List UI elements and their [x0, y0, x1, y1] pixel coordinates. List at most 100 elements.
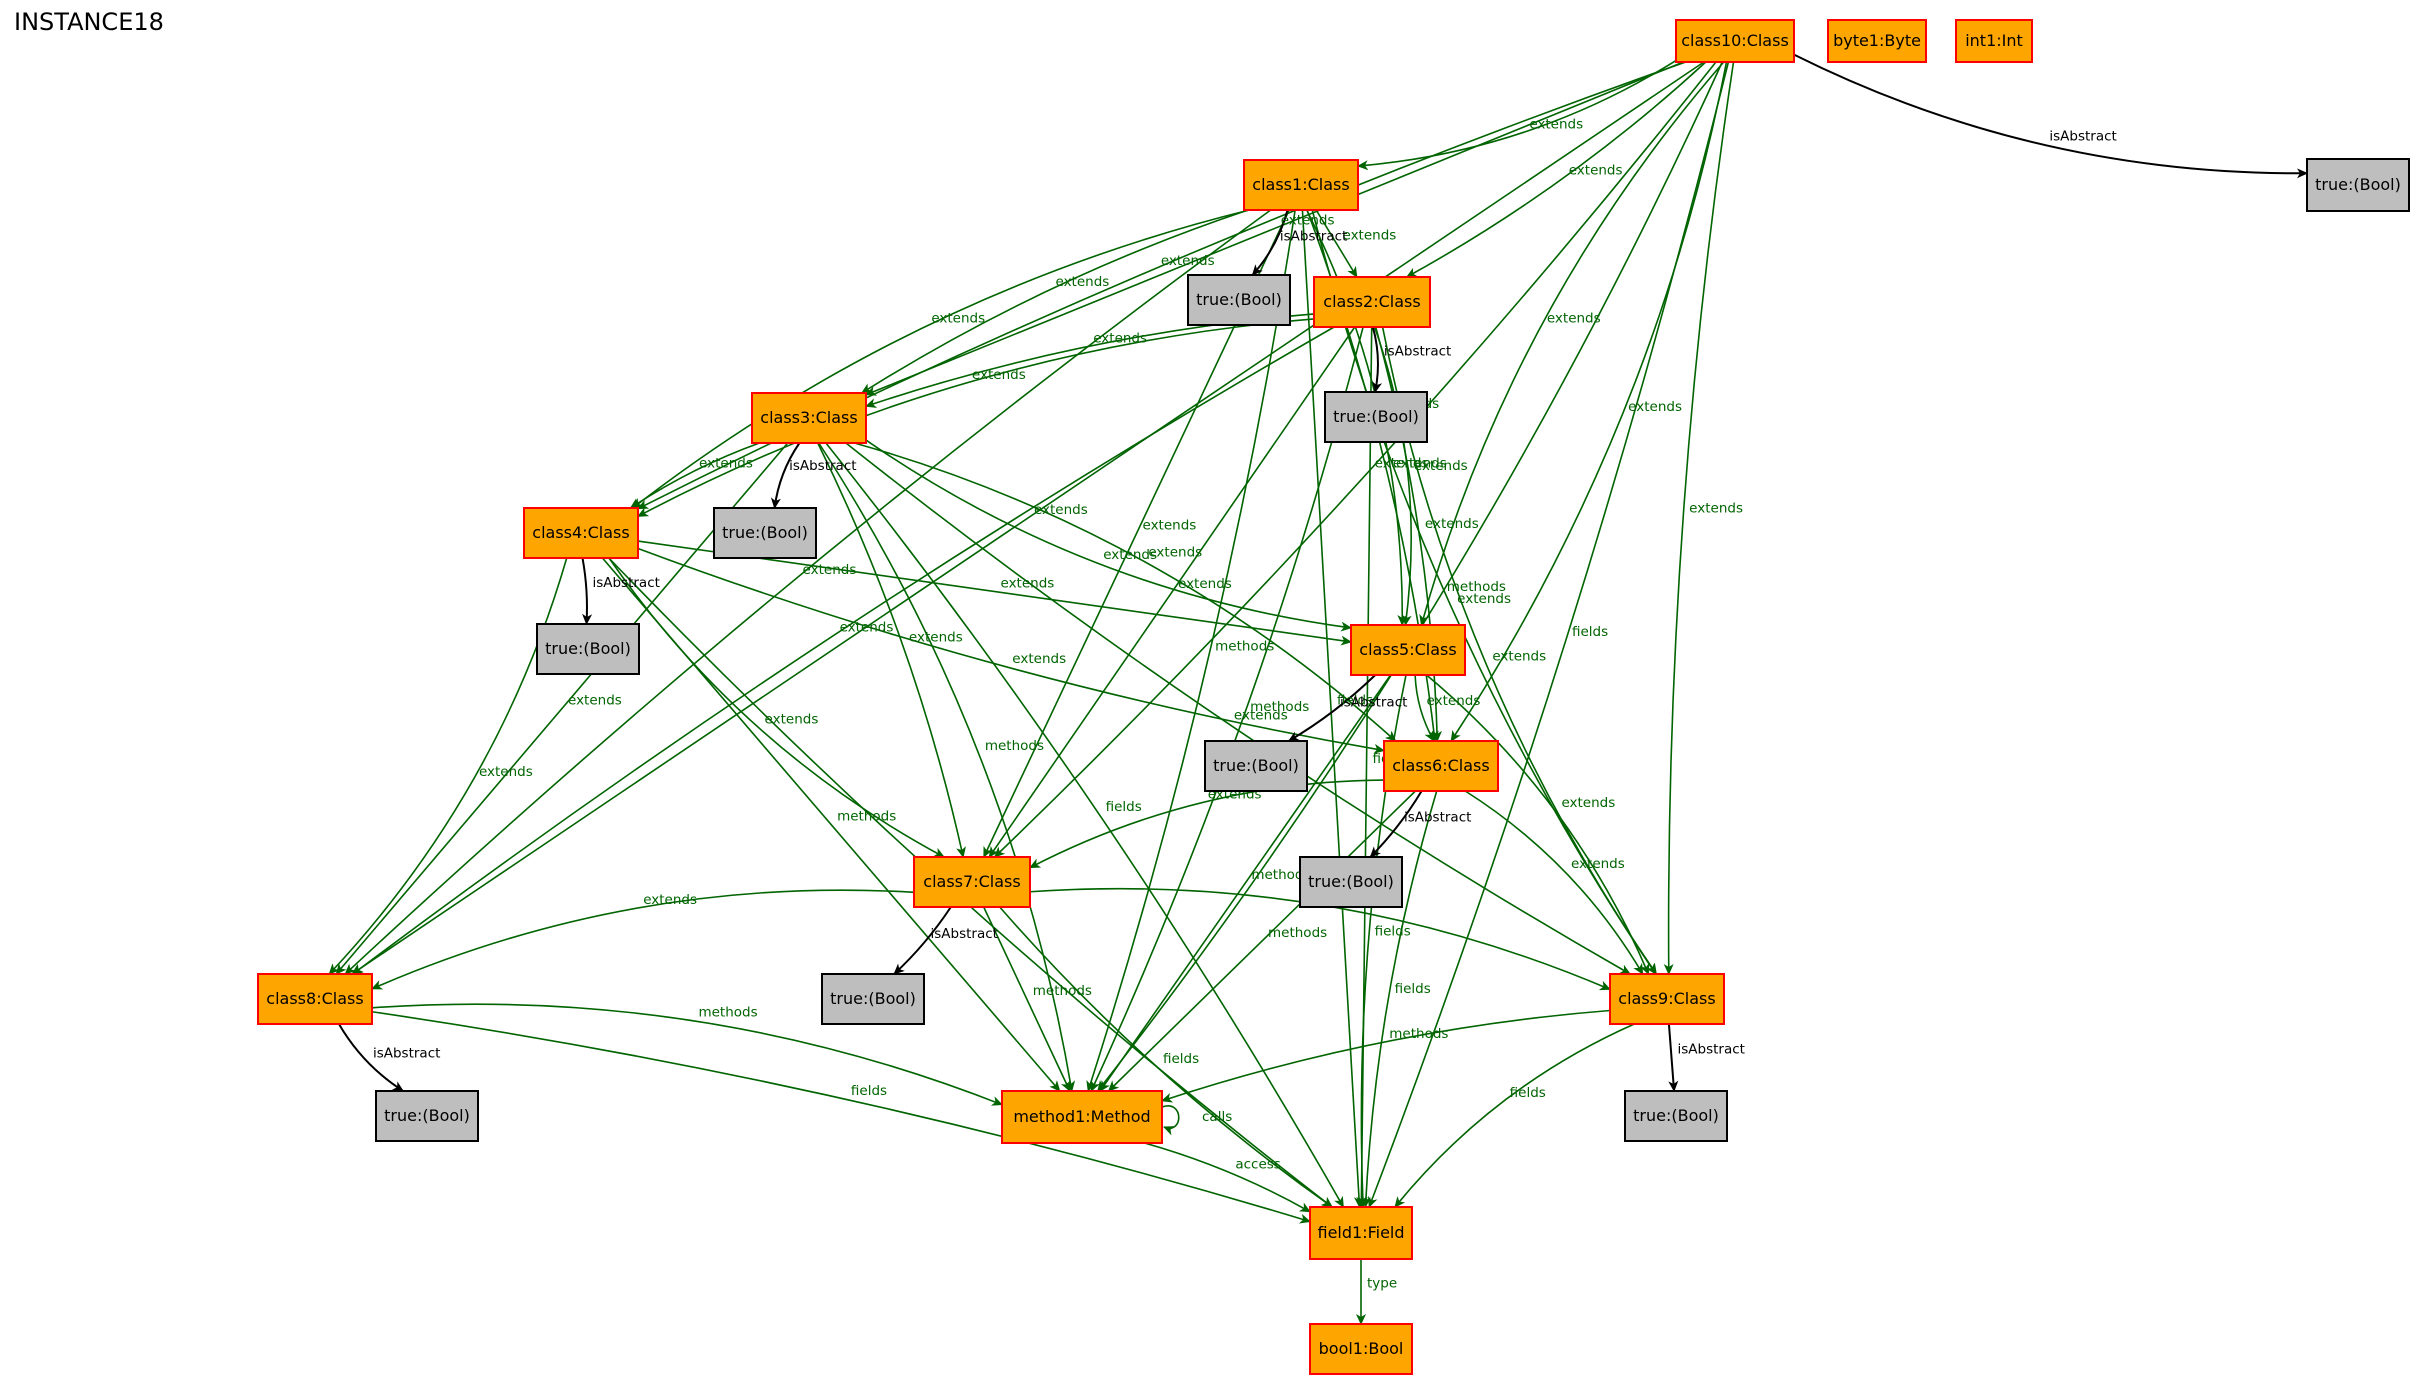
node-class3[interactable]: class3:Class	[751, 392, 867, 444]
edge-label: fields	[851, 1083, 887, 1099]
value-box[interactable]	[536, 623, 640, 675]
object-box[interactable]	[1309, 1206, 1413, 1260]
node-t4[interactable]: true:(Bool)	[536, 623, 640, 675]
diagram-title: INSTANCE18	[14, 8, 164, 36]
node-class6[interactable]: class6:Class	[1383, 740, 1499, 792]
node-t1[interactable]: true:(Bool)	[1187, 274, 1291, 326]
node-label: true:(Bool)	[384, 1106, 470, 1125]
node-t7[interactable]: true:(Bool)	[821, 973, 925, 1025]
object-box[interactable]	[1609, 973, 1725, 1025]
edge-label: type	[1367, 1276, 1397, 1292]
edge-class3-class7	[817, 442, 966, 858]
edge-class1-class2	[1315, 209, 1358, 278]
node-label: bool1:Bool	[1319, 1339, 1404, 1358]
object-box[interactable]	[1827, 19, 1927, 63]
object-box[interactable]	[913, 856, 1031, 908]
edge-class5-class9	[1426, 674, 1650, 975]
object-box[interactable]	[257, 973, 373, 1025]
edge-label: access	[1235, 1156, 1281, 1172]
edge-class7-field1	[999, 906, 1334, 1208]
value-box[interactable]	[375, 1090, 479, 1142]
node-class8[interactable]: class8:Class	[257, 973, 373, 1025]
object-box[interactable]	[1675, 19, 1795, 63]
edge-label: extends	[1457, 591, 1511, 607]
edge-class2-method1	[1090, 326, 1364, 1092]
value-box[interactable]	[1624, 1090, 1728, 1142]
edge-class10-method1	[1097, 61, 1723, 1092]
node-byte1[interactable]: byte1:Byte	[1827, 19, 1927, 63]
edge-label: extends	[972, 367, 1026, 383]
edge-class5-class6	[1414, 674, 1435, 742]
edge-label: extends	[1178, 576, 1232, 592]
value-box[interactable]	[1187, 274, 1291, 326]
node-class7[interactable]: class7:Class	[913, 856, 1031, 908]
node-field1[interactable]: field1:Field	[1309, 1206, 1413, 1260]
edge-label: extends	[568, 693, 622, 709]
object-box[interactable]	[1309, 1323, 1413, 1375]
node-class4[interactable]: class4:Class	[523, 507, 639, 559]
value-box[interactable]	[2306, 158, 2410, 212]
edge-class2-class4	[637, 318, 1315, 518]
node-int1[interactable]: int1:Int	[1955, 19, 2033, 63]
edge-label: isAbstract	[1280, 229, 1347, 245]
value-box[interactable]	[1204, 740, 1308, 792]
node-class10[interactable]: class10:Class	[1675, 19, 1795, 63]
edge-label: methods	[1250, 699, 1309, 715]
node-t2[interactable]: true:(Bool)	[1324, 391, 1428, 443]
node-class5[interactable]: class5:Class	[1350, 624, 1466, 676]
node-t8[interactable]: true:(Bool)	[375, 1090, 479, 1142]
edge-label: extends	[1143, 518, 1197, 534]
edge-class1-t1	[1251, 209, 1289, 276]
node-class1[interactable]: class1:Class	[1243, 159, 1359, 211]
object-box[interactable]	[523, 507, 639, 559]
edge-label: extends	[1689, 501, 1743, 517]
edge-label: extends	[765, 712, 819, 728]
object-box[interactable]	[1313, 276, 1431, 328]
object-box[interactable]	[1955, 19, 2033, 63]
edge-label: extends	[1427, 693, 1481, 709]
node-t10[interactable]: true:(Bool)	[2306, 158, 2410, 212]
edge-label: extends	[1414, 458, 1468, 474]
node-label: true:(Bool)	[830, 989, 916, 1008]
node-class9[interactable]: class9:Class	[1609, 973, 1725, 1025]
edge-class3-class9	[845, 442, 1631, 975]
node-t6[interactable]: true:(Bool)	[1299, 856, 1403, 908]
edge-label: extends	[643, 892, 697, 908]
value-box[interactable]	[821, 973, 925, 1025]
edge-method1-method1	[1161, 1105, 1180, 1136]
object-box[interactable]	[1383, 740, 1499, 792]
value-box[interactable]	[1324, 391, 1428, 443]
node-label: class2:Class	[1323, 292, 1420, 311]
edge-label: methods	[698, 1005, 757, 1021]
node-t3[interactable]: true:(Bool)	[713, 507, 817, 559]
node-bool1[interactable]: bool1:Bool	[1309, 1323, 1413, 1375]
edge-class9-method1	[1161, 1009, 1611, 1103]
edge-class9-t9	[1667, 1023, 1679, 1092]
node-t9[interactable]: true:(Bool)	[1624, 1090, 1728, 1142]
edge-label: fields	[1106, 799, 1142, 815]
node-class2[interactable]: class2:Class	[1313, 276, 1431, 328]
edge-label: extends	[1234, 707, 1288, 723]
edge-class2-class6	[1374, 326, 1442, 742]
object-box[interactable]	[751, 392, 867, 444]
node-label: byte1:Byte	[1833, 31, 1921, 50]
edge-label: isAbstract	[931, 926, 998, 942]
edge-class7-class8	[371, 889, 915, 990]
object-box[interactable]	[1243, 159, 1359, 211]
edge-label: extends	[1012, 651, 1066, 667]
node-label: class1:Class	[1252, 175, 1349, 194]
edge-class3-class5	[865, 439, 1352, 632]
object-box[interactable]	[1001, 1090, 1163, 1144]
node-label: class5:Class	[1359, 640, 1456, 659]
value-box[interactable]	[713, 507, 817, 559]
object-box[interactable]	[1350, 624, 1466, 676]
node-t5[interactable]: true:(Bool)	[1204, 740, 1308, 792]
value-box[interactable]	[1299, 856, 1403, 908]
edge-class6-t6	[1369, 790, 1423, 858]
edge-class1-field1	[1301, 209, 1364, 1208]
edge-label: extends	[1034, 502, 1088, 518]
edge-class2-class5	[1373, 326, 1412, 626]
edge-label: extends	[1492, 649, 1546, 665]
edge-class2-class8	[352, 326, 1335, 975]
node-method1[interactable]: method1:Method	[1001, 1090, 1163, 1144]
